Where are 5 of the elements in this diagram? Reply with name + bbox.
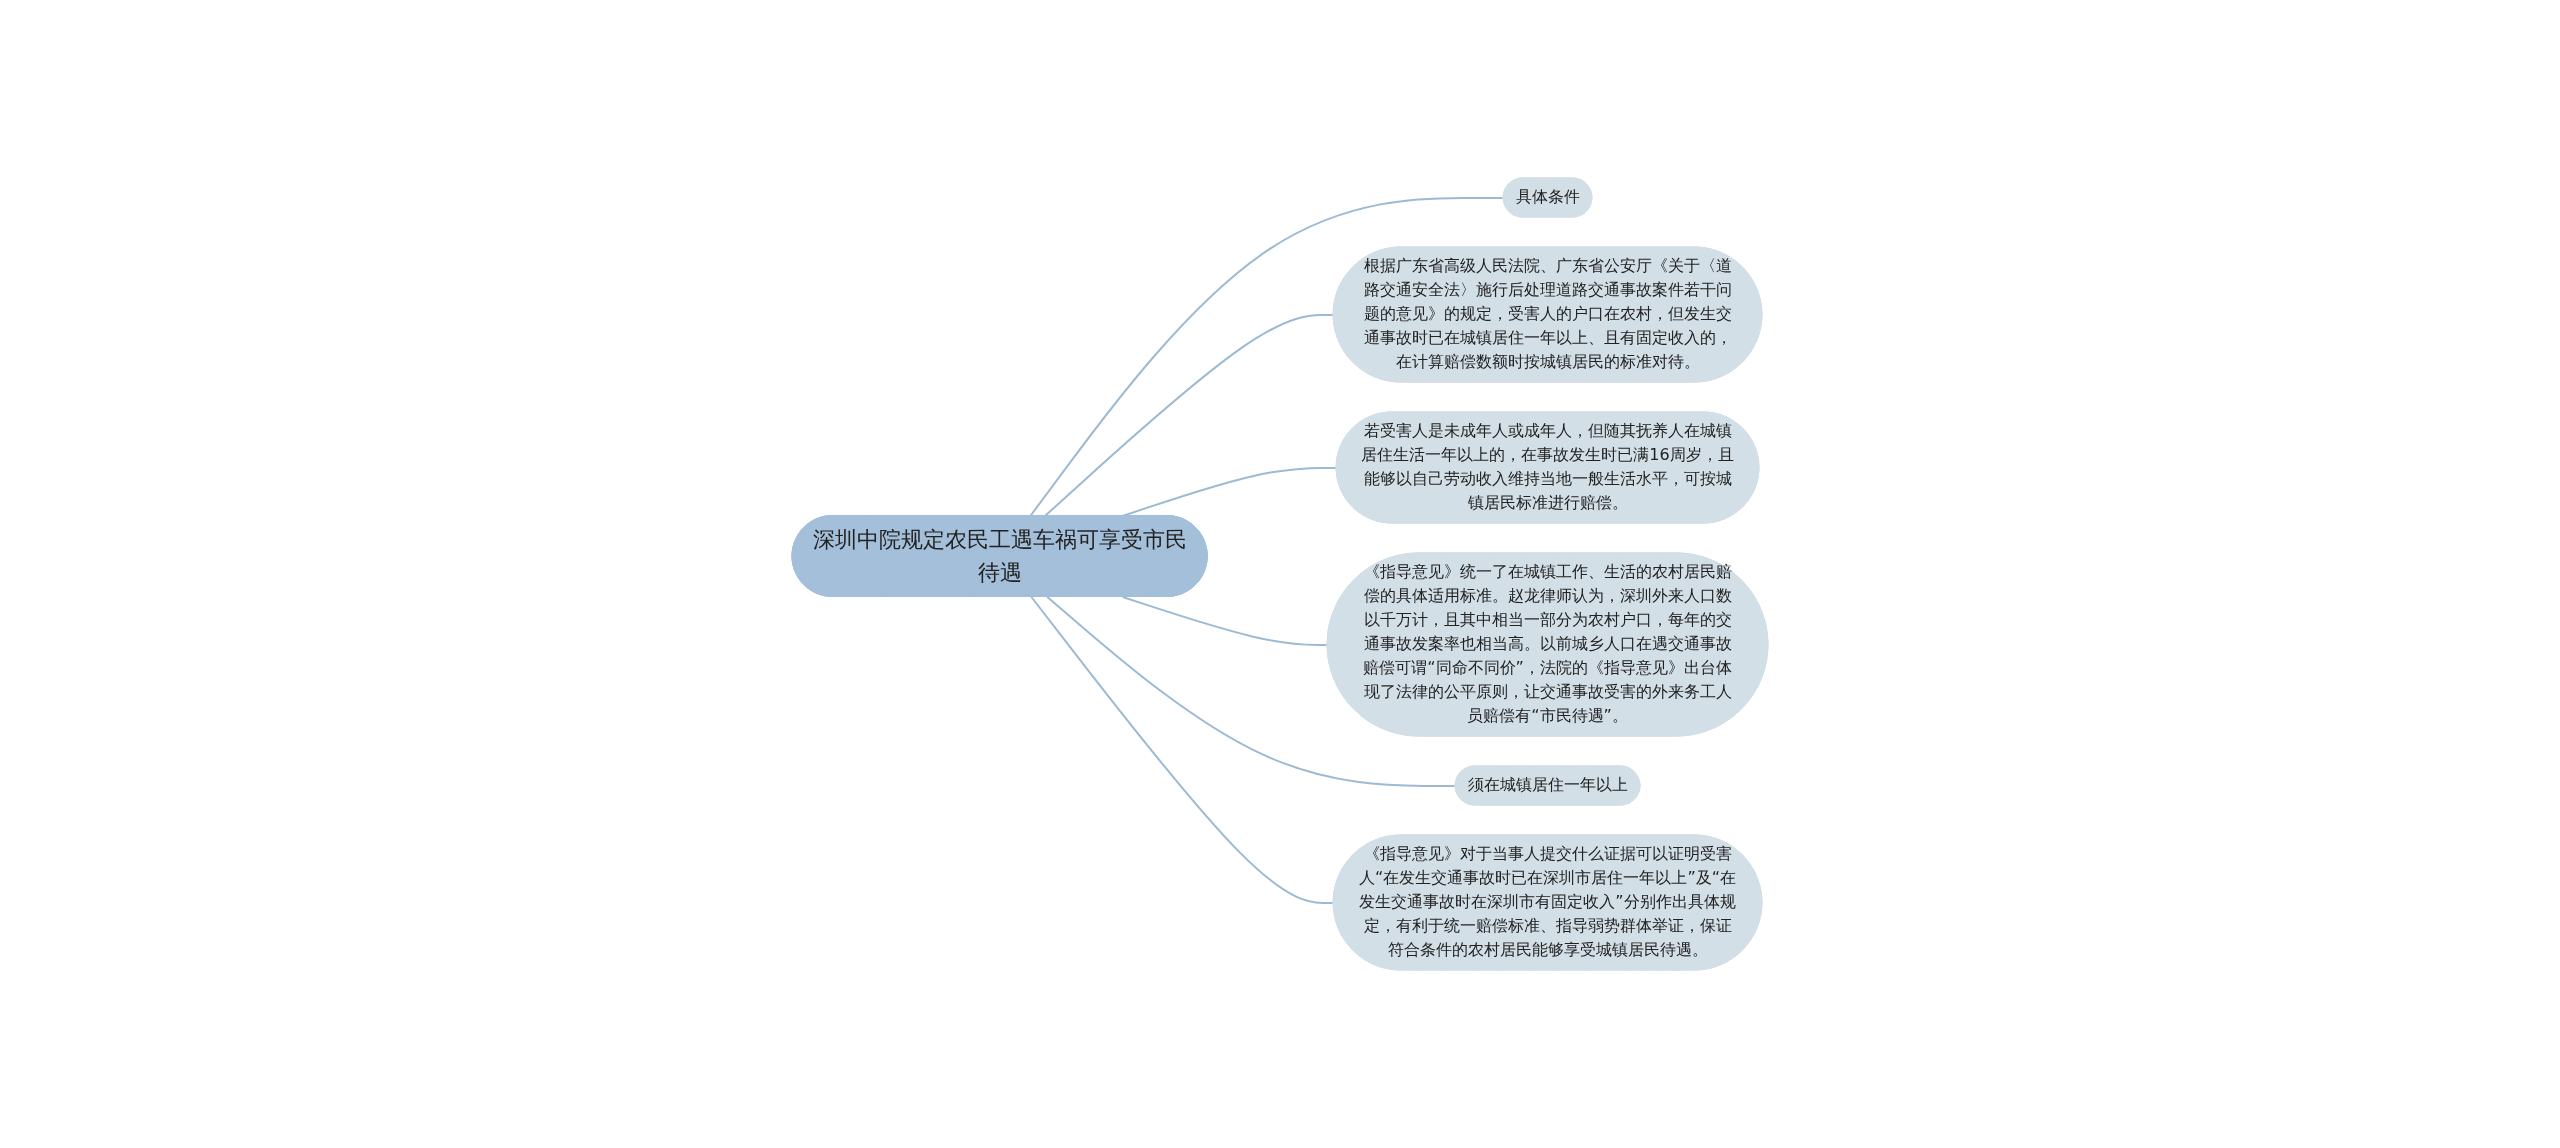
connector [1030, 596, 1335, 904]
connector [1029, 196, 1505, 517]
connector [1046, 596, 1457, 787]
connector [1121, 596, 1329, 646]
connector [1044, 313, 1335, 517]
